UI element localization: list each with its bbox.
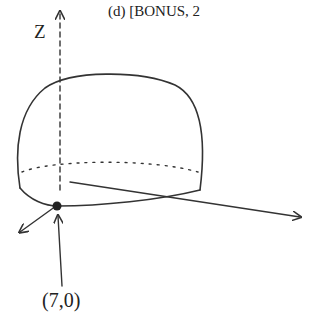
leader-line <box>58 216 62 286</box>
y-axis <box>70 182 300 217</box>
z-axis <box>59 12 60 190</box>
point-label: (7,0) <box>42 290 80 310</box>
part-heading: (d) [BONUS, 2 <box>108 4 200 19</box>
point-dot <box>53 202 62 211</box>
base-back-edge <box>22 162 198 172</box>
dome-outline <box>18 74 203 190</box>
axis-label: Z <box>34 22 46 41</box>
x-axis <box>20 206 56 232</box>
base-front-edge <box>20 188 200 206</box>
